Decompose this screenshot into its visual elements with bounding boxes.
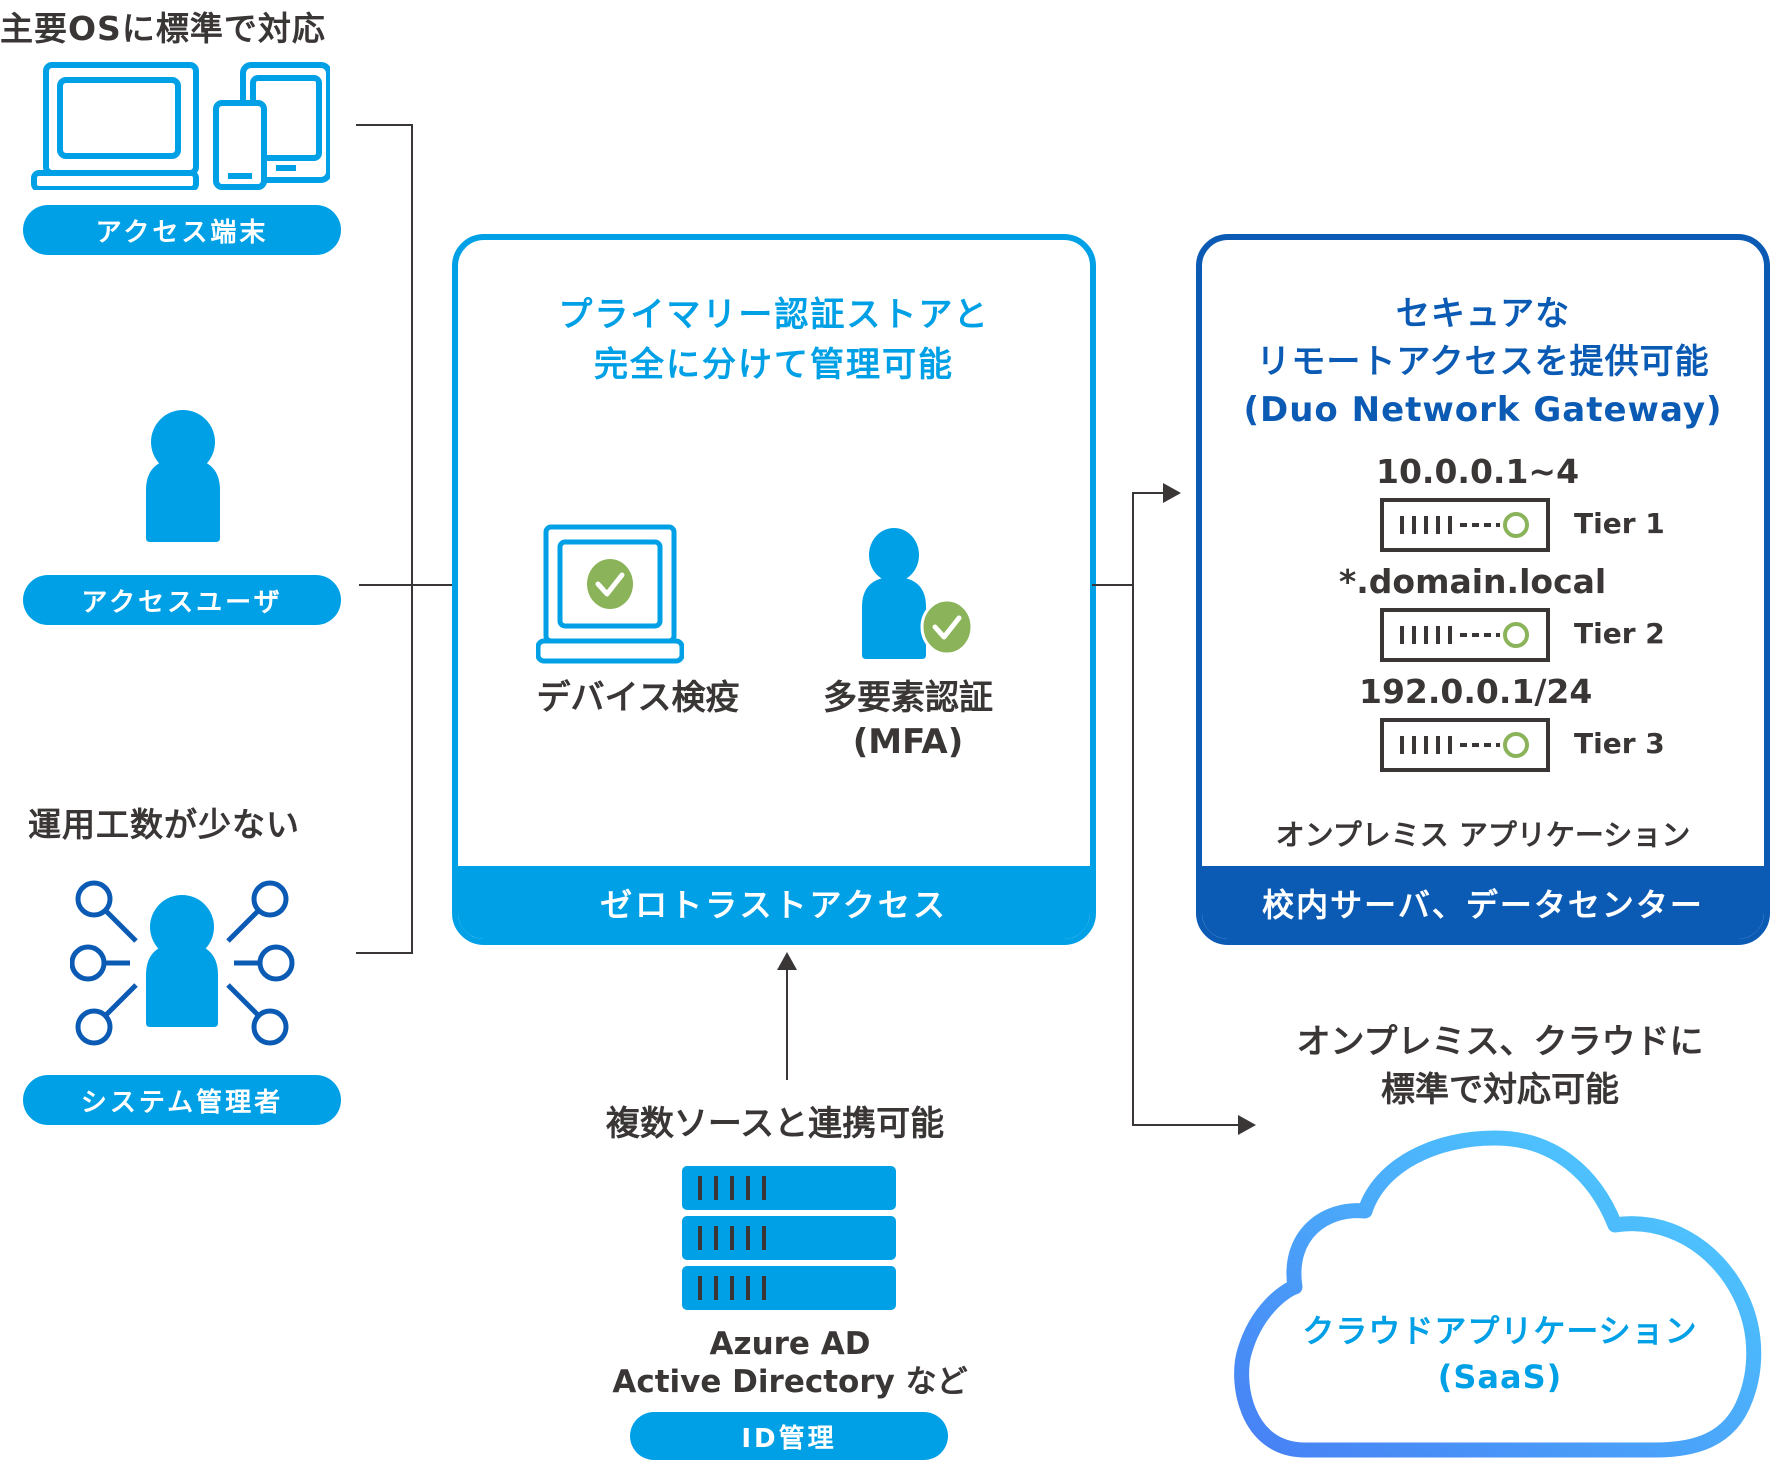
status-led-icon [1503, 732, 1529, 758]
devices-icon [31, 62, 330, 190]
cloud-icon [1234, 1130, 1762, 1458]
laptop-icon [31, 62, 199, 190]
node-icon [251, 880, 289, 918]
tier1-name: Tier 1 [1574, 507, 1665, 540]
system-admin-pill: システム管理者 [23, 1075, 341, 1125]
azure-ad-label: Azure AD [709, 1326, 871, 1362]
cloud-app-label: クラウドアプリケーション (SaaS) [1240, 1308, 1760, 1400]
cloud-app-label-line1: クラウドアプリケーション [1302, 1312, 1698, 1350]
zero-trust-footer: ゼロトラストアクセス [458, 866, 1090, 939]
laptop-check-icon [536, 524, 684, 664]
access-user-pill: アクセスユーザ [23, 575, 341, 625]
arrow-up-icon [777, 952, 797, 970]
connector-line [1132, 492, 1134, 1126]
right-title-line2: リモートアクセスを提供可能 [1256, 342, 1710, 382]
cloud-heading-line2: 標準で対応可能 [1381, 1070, 1619, 1110]
mfa-label: 多要素認証 (MFA) [788, 676, 1028, 764]
arrow-right-icon [1238, 1115, 1256, 1135]
mfa-label-line2: (MFA) [852, 722, 964, 762]
connector-line [1092, 584, 1134, 586]
server-icon [1380, 608, 1550, 662]
center-title-line1: プライマリー認証ストアと [558, 295, 990, 335]
onprem-app-label: オンプレミス アプリケーション [1275, 818, 1691, 852]
admin-heading: 運用工数が少ない [28, 805, 300, 844]
center-title-line2: 完全に分けて管理可能 [594, 345, 954, 385]
access-device-pill: アクセス端末 [23, 205, 341, 255]
tier1-address: 10.0.0.1~4 [1376, 452, 1580, 491]
zero-trust-access-panel: プライマリー認証ストアと 完全に分けて管理可能 デバイス検疫 多要素認証 (MF… [452, 234, 1096, 945]
devices-heading: 主要OSに標準で対応 [0, 9, 326, 48]
connector-line [1132, 492, 1166, 494]
tier2-name: Tier 2 [1574, 617, 1665, 650]
admin-network-icon [70, 880, 295, 1046]
status-led-icon [1503, 512, 1529, 538]
tier3-name: Tier 3 [1574, 727, 1665, 760]
directory-server-icon [682, 1166, 896, 1310]
device-inspection-label: デバイス検疫 [536, 678, 740, 718]
datacenter-panel: セキュアな リモートアクセスを提供可能 (Duo Network Gateway… [1196, 234, 1770, 945]
cloud-app-label-line2: (SaaS) [1437, 1358, 1563, 1396]
user-check-icon [862, 528, 974, 659]
tier2-address: *.domain.local [1339, 562, 1607, 601]
connector-line [356, 124, 413, 126]
server-icon [1380, 498, 1550, 552]
node-icon [75, 880, 113, 918]
connector-line [1132, 1124, 1240, 1126]
tier3-address: 192.0.0.1/24 [1359, 672, 1593, 711]
phone-icon [213, 100, 267, 190]
center-title: プライマリー認証ストアと 完全に分けて管理可能 [458, 290, 1090, 390]
id-source-heading: 複数ソースと連携可能 [605, 1104, 945, 1144]
connector-line [359, 584, 452, 586]
user-icon [146, 410, 220, 542]
arrow-right-icon [1163, 483, 1181, 503]
right-title-line1: セキュアな [1395, 294, 1571, 334]
right-title: セキュアな リモートアクセスを提供可能 (Duo Network Gateway… [1202, 290, 1764, 434]
status-led-icon [1503, 622, 1529, 648]
server-icon [1380, 718, 1550, 772]
cloud-heading-line1: オンプレミス、クラウドに [1296, 1022, 1704, 1062]
datacenter-footer: 校内サーバ、データセンター [1202, 866, 1764, 939]
connector-line [356, 952, 413, 954]
id-management-pill: ID管理 [630, 1412, 948, 1460]
node-icon [75, 1008, 113, 1046]
mfa-label-line1: 多要素認証 [823, 678, 993, 718]
arrow-up-line [786, 968, 788, 1080]
node-icon [70, 944, 107, 982]
node-icon [257, 944, 295, 982]
node-icon [251, 1008, 289, 1046]
active-directory-label: Active Directory など [612, 1364, 968, 1400]
connector-line [411, 124, 413, 954]
cloud-heading: オンプレミス、クラウドに 標準で対応可能 [1240, 1018, 1760, 1114]
right-title-line3: (Duo Network Gateway) [1243, 390, 1723, 430]
id-source-names: Azure AD Active Directory など [560, 1325, 1020, 1401]
